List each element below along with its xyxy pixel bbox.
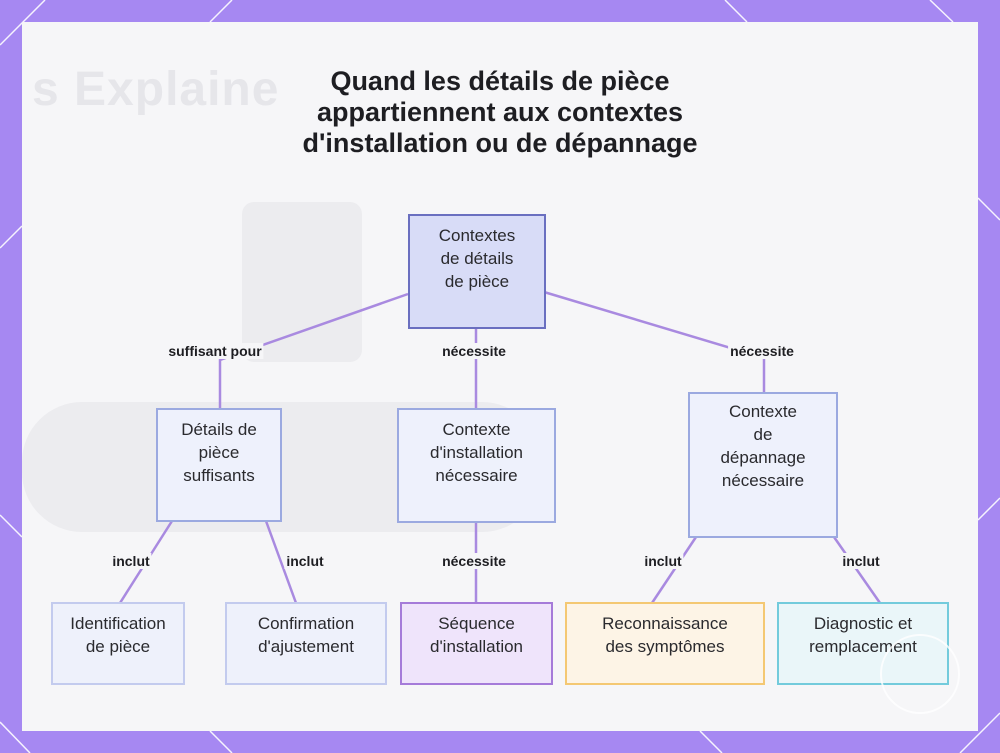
edge-label: suffisant pour xyxy=(166,343,264,359)
edge-root-suffisants xyxy=(218,292,409,409)
node-sequence: Séquence d'installation xyxy=(400,602,553,685)
edge-suffisants-confirmation xyxy=(264,520,298,604)
edge-label: nécessite xyxy=(440,343,508,359)
background-blur-shape xyxy=(242,202,362,362)
background-watermark-text: s Explaine xyxy=(32,63,280,116)
edge-depannage-reconnaissance xyxy=(650,536,698,604)
title-line: Quand les détails de pièce xyxy=(330,66,670,96)
page-title: Quand les détails de pièce appartiennent… xyxy=(22,66,978,159)
edge-label: inclut xyxy=(642,553,684,569)
node-suffisants: Détails de pièce suffisants xyxy=(156,408,282,522)
node-depannage: Contexte de dépannage nécessaire xyxy=(688,392,838,538)
node-installation: Contexte d'installation nécessaire xyxy=(397,408,556,523)
node-identification: Identification de pièce xyxy=(51,602,185,685)
node-confirmation: Confirmation d'ajustement xyxy=(225,602,387,685)
title-line: d'installation ou de dépannage xyxy=(302,128,698,158)
watermark-logo-icon xyxy=(880,634,960,714)
node-root: Contextes de détails de pièce xyxy=(408,214,546,329)
node-reconnaissance: Reconnaissance des symptômes xyxy=(565,602,765,685)
edge-label: nécessite xyxy=(440,553,508,569)
diagram-card: s Explaine Quand les détails de pièce ap… xyxy=(22,22,978,731)
edge-label: inclut xyxy=(284,553,326,569)
edge-label: inclut xyxy=(840,553,882,569)
edge-depannage-diagnostic xyxy=(832,536,882,604)
edge-label: inclut xyxy=(110,553,152,569)
title-line: appartiennent aux contextes xyxy=(316,97,684,127)
edge-label: nécessite xyxy=(728,343,796,359)
